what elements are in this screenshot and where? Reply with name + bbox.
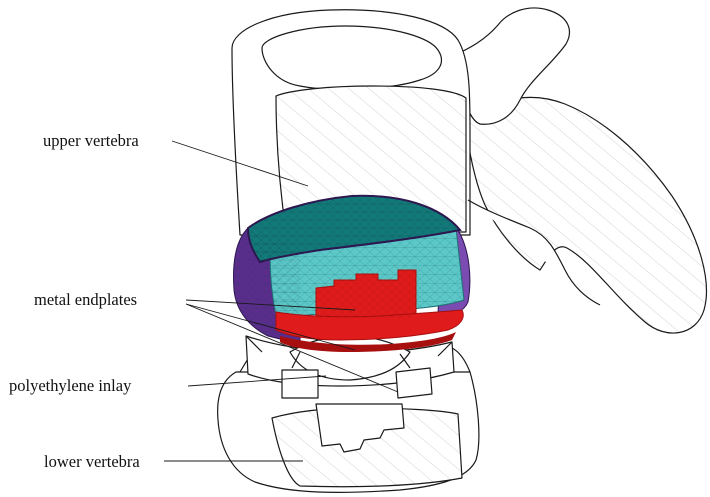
label-lower-vertebra: lower vertebra [44, 454, 140, 471]
label-polyethylene-inlay: polyethylene inlay [9, 378, 131, 395]
label-upper-vertebra: upper vertebra [43, 133, 139, 150]
spinous-process [465, 97, 706, 333]
upper-vertebra-canal-ring [262, 26, 441, 89]
label-metal-endplates: metal endplates [34, 292, 137, 309]
